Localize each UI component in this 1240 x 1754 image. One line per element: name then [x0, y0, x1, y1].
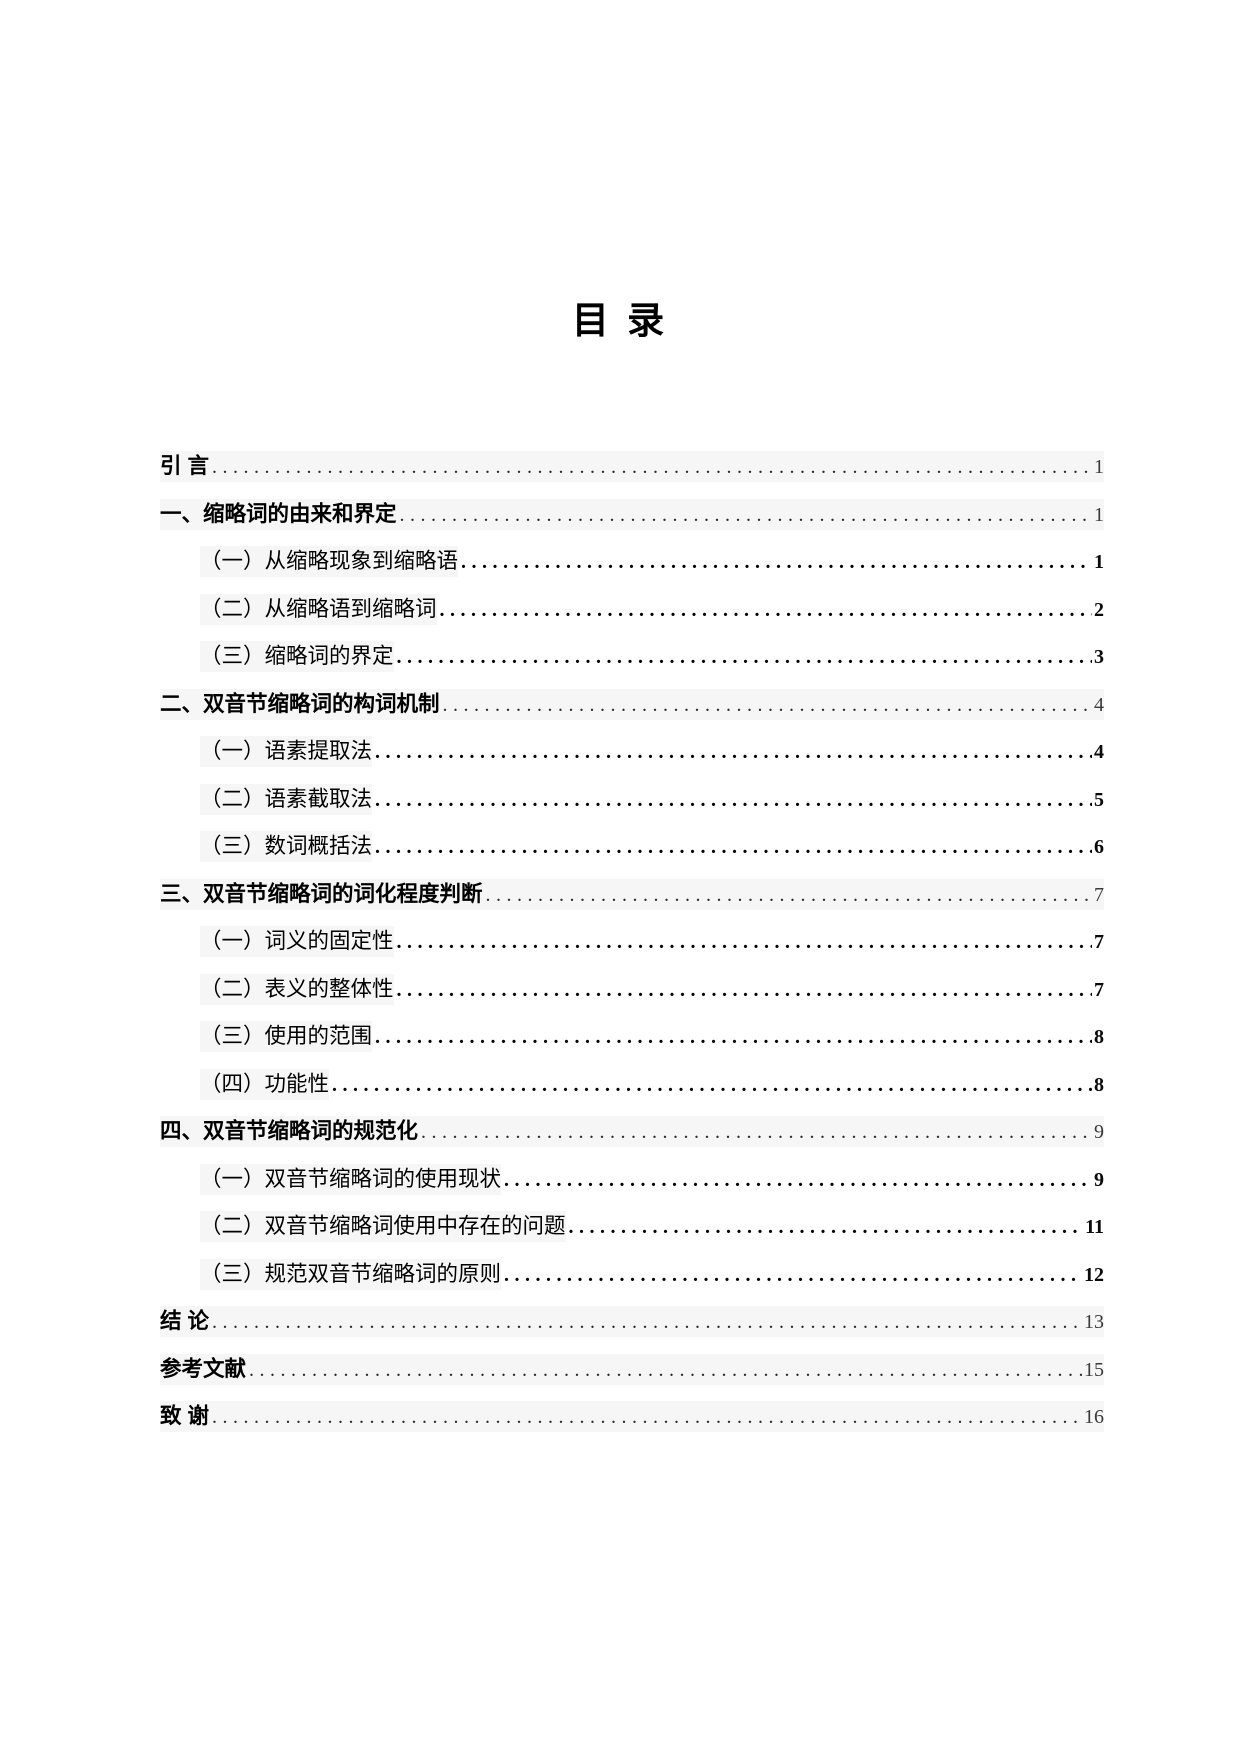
toc-entry[interactable]: （三）缩略词的界定...............................… — [160, 641, 1104, 672]
toc-entry-label: （二）双音节缩略词使用中存在的问题 — [200, 1211, 566, 1242]
toc-entry-label: （一）词义的固定性 — [200, 926, 394, 957]
toc-entry-label: （二）表义的整体性 — [200, 973, 394, 1005]
toc-page-number: 7 — [1094, 978, 1104, 1001]
toc-entry-label: 一、缩略词的由来和界定 — [160, 501, 397, 526]
toc-page-number: 4 — [1094, 741, 1104, 763]
toc-page-number: 9 — [1094, 1121, 1104, 1143]
dot-leader: ........................................… — [375, 788, 1092, 811]
dot-leader: ........................................… — [396, 931, 1092, 953]
toc-entry[interactable]: 结 论.....................................… — [160, 1306, 1104, 1337]
toc-page-number: 1 — [1094, 551, 1104, 573]
dot-leader: ........................................… — [399, 503, 1092, 526]
dot-leader: ........................................… — [568, 1216, 1084, 1238]
toc-entry[interactable]: 致 谢.....................................… — [160, 1401, 1104, 1432]
toc-page-number: 8 — [1094, 1026, 1104, 1048]
toc-page-number: 16 — [1084, 1406, 1104, 1428]
toc-entry-label: （三）缩略词的界定 — [200, 641, 394, 672]
toc-entry-label: 四、双音节缩略词的规范化 — [160, 1119, 419, 1143]
toc-entry-label: （三）数词概括法 — [200, 831, 373, 862]
toc-page-number: 1 — [1094, 503, 1104, 526]
toc-entry[interactable]: （三）规范双音节缩略词的原则..........................… — [160, 1258, 1104, 1290]
toc-entry-label: （四）功能性 — [200, 1068, 330, 1100]
toc-page-number: 12 — [1084, 1263, 1104, 1286]
toc-title: 目 录 — [571, 300, 669, 341]
toc-entry[interactable]: （一）语素提取法................................… — [160, 736, 1104, 767]
toc-entry-label: （二）从缩略语到缩略词 — [200, 593, 437, 625]
dot-leader: ........................................… — [396, 978, 1092, 1001]
toc-entry-label: （一）语素提取法 — [200, 736, 373, 767]
toc-page-number: 2 — [1094, 598, 1104, 621]
toc-entry[interactable]: （二）从缩略语到缩略词.............................… — [160, 593, 1104, 625]
toc-page-number: 15 — [1084, 1358, 1104, 1381]
dot-leader: ........................................… — [332, 1073, 1092, 1096]
dot-leader: ........................................… — [375, 836, 1092, 858]
toc-page-number: 4 — [1094, 693, 1104, 716]
dot-leader: ........................................… — [439, 598, 1092, 621]
dot-leader: ........................................… — [375, 1026, 1092, 1048]
toc-entry[interactable]: （一）双音节缩略词的使用现状..........................… — [160, 1163, 1104, 1195]
toc-entry-label: 致 谢 — [160, 1404, 209, 1428]
toc-entry[interactable]: 一、缩略词的由来和界定.............................… — [160, 498, 1104, 530]
toc-page-number: 7 — [1094, 931, 1104, 953]
toc-entry[interactable]: （二）语素截取法................................… — [160, 783, 1104, 815]
toc-entry[interactable]: 参考文献....................................… — [160, 1353, 1104, 1385]
toc-entry[interactable]: （一）从缩略现象到缩略语............................… — [160, 546, 1104, 577]
toc-page-number: 1 — [1094, 456, 1104, 478]
toc-entry[interactable]: 引 言.....................................… — [160, 451, 1104, 482]
toc-page-number: 13 — [1084, 1311, 1104, 1333]
toc-entry[interactable]: 二、双音节缩略词的构词机制...........................… — [160, 688, 1104, 720]
toc-entry[interactable]: （一）词义的固定性...............................… — [160, 926, 1104, 957]
dot-leader: ........................................… — [504, 1168, 1092, 1191]
dot-leader: ........................................… — [396, 646, 1092, 668]
dot-leader: ........................................… — [249, 1358, 1082, 1381]
toc-page-number: 3 — [1094, 646, 1104, 668]
toc-entry-label: （一）双音节缩略词的使用现状 — [200, 1163, 502, 1195]
dot-leader: ........................................… — [461, 551, 1092, 573]
toc-entry-label: （一）从缩略现象到缩略语 — [200, 546, 459, 577]
toc-entry-label: 三、双音节缩略词的词化程度判断 — [160, 881, 483, 906]
toc-entry[interactable]: （二）双音节缩略词使用中存在的问题.......................… — [160, 1211, 1104, 1242]
toc-entry[interactable]: （三）使用的范围................................… — [160, 1021, 1104, 1052]
dot-leader: ........................................… — [421, 1121, 1092, 1143]
toc-entry-label: （三）规范双音节缩略词的原则 — [200, 1258, 502, 1290]
toc-entry-label: 二、双音节缩略词的构词机制 — [160, 691, 440, 716]
toc-page-number: 11 — [1085, 1216, 1104, 1238]
toc-page-number: 7 — [1094, 883, 1104, 906]
toc-entry-label: 引 言 — [160, 454, 209, 478]
toc-page-number: 8 — [1094, 1073, 1104, 1096]
dot-leader: ........................................… — [504, 1263, 1082, 1286]
toc-entry-label: （三）使用的范围 — [200, 1021, 373, 1052]
toc-entry[interactable]: （二）表义的整体性...............................… — [160, 973, 1104, 1005]
toc-entry-label: 结 论 — [160, 1309, 209, 1333]
toc-entry[interactable]: 三、双音节缩略词的词化程度判断.........................… — [160, 878, 1104, 910]
toc-entry-label: 参考文献 — [160, 1356, 247, 1381]
toc-entry-label: （二）语素截取法 — [200, 783, 373, 815]
toc-entry[interactable]: 四、双音节缩略词的规范化............................… — [160, 1116, 1104, 1147]
toc-page-number: 9 — [1094, 1168, 1104, 1191]
dot-leader: ........................................… — [375, 741, 1092, 763]
dot-leader: ........................................… — [211, 1406, 1082, 1428]
toc-entry[interactable]: （四）功能性..................................… — [160, 1068, 1104, 1100]
table-of-contents: 引 言.....................................… — [160, 451, 1104, 1432]
dot-leader: ........................................… — [442, 693, 1092, 716]
dot-leader: ........................................… — [485, 883, 1092, 906]
toc-entry[interactable]: （三）数词概括法................................… — [160, 831, 1104, 862]
toc-page-number: 6 — [1094, 836, 1104, 858]
dot-leader: ........................................… — [211, 1311, 1082, 1333]
toc-page-number: 5 — [1094, 788, 1104, 811]
dot-leader: ........................................… — [211, 456, 1092, 478]
